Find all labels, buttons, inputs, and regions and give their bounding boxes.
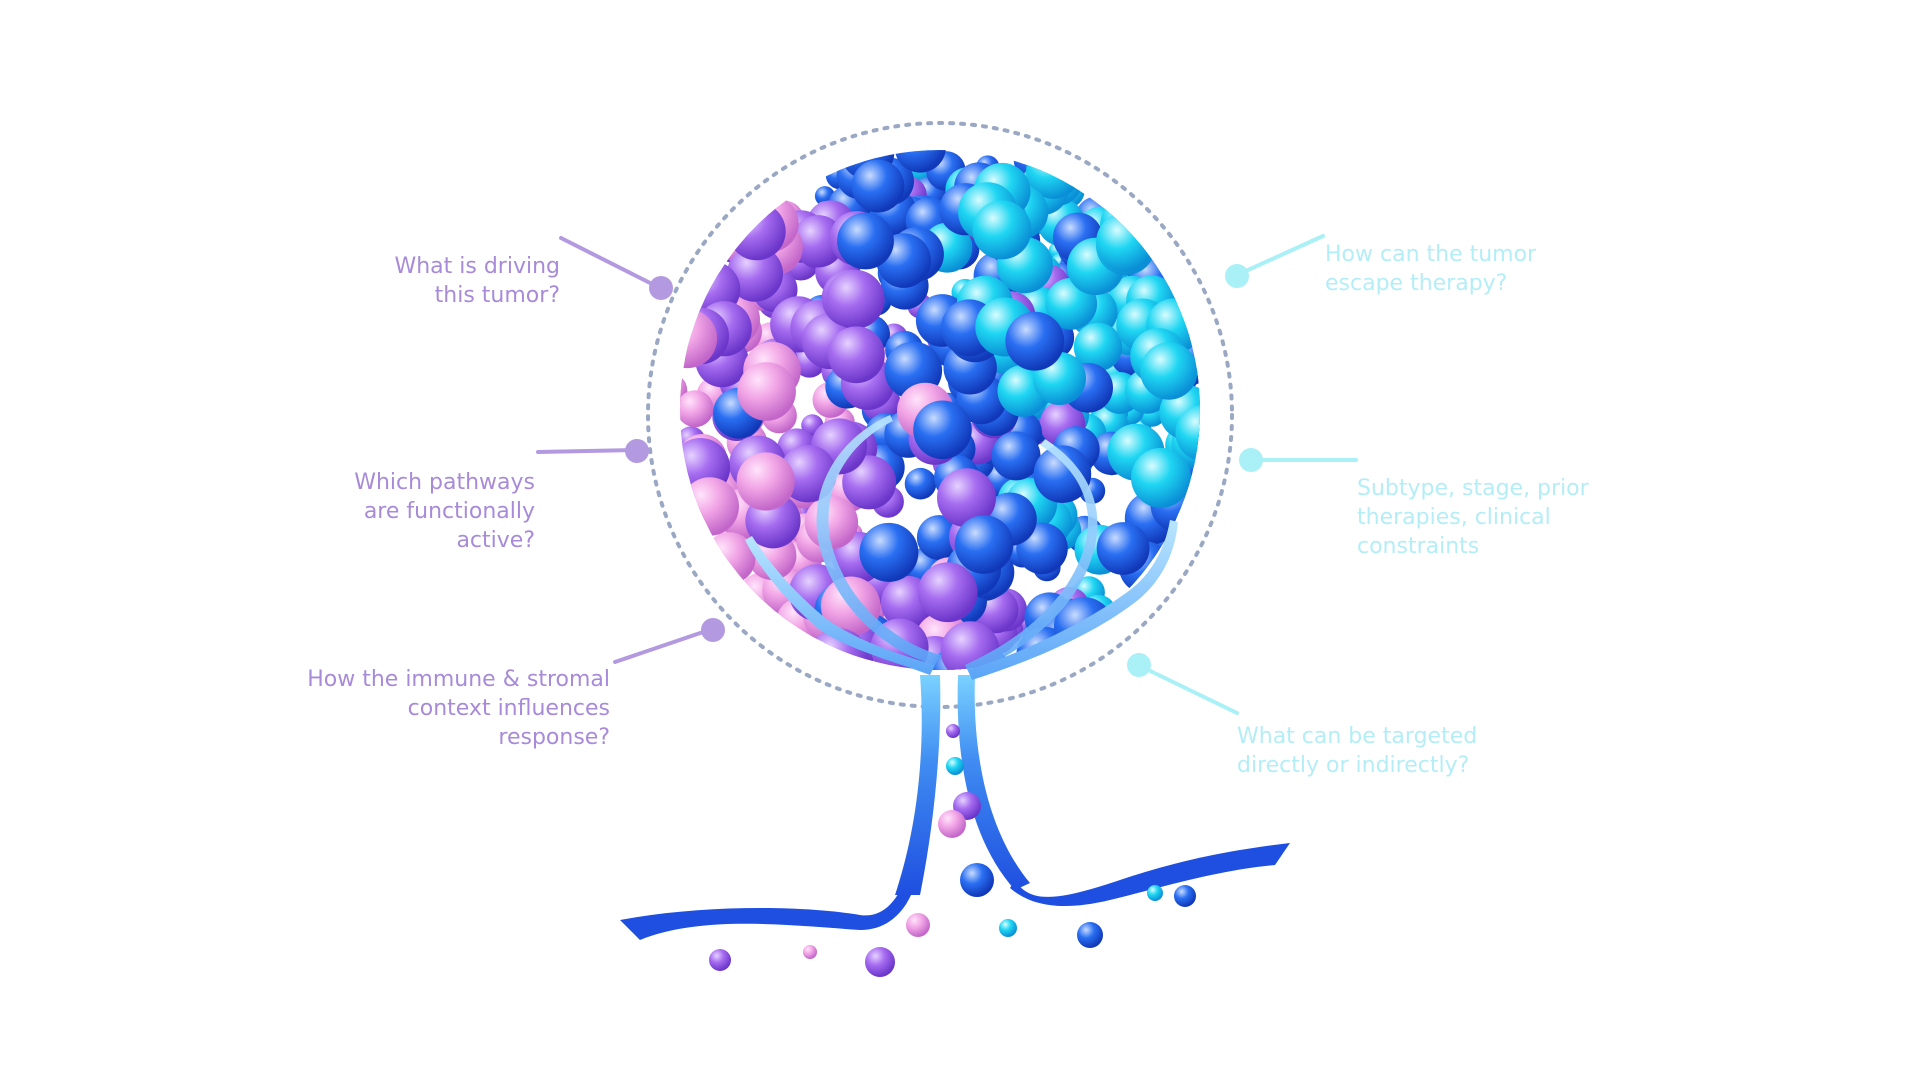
connector-left-2-dot <box>625 439 649 463</box>
question-line: are functionally <box>363 499 535 524</box>
ground-root-left <box>620 880 915 940</box>
cell-sphere <box>804 495 859 550</box>
trunk <box>895 675 941 895</box>
question-line: context influences <box>407 696 610 721</box>
branch-left-outer <box>745 536 935 675</box>
cell-sphere <box>837 212 894 270</box>
question-line: directly or indirectly? <box>1237 753 1470 778</box>
cell-sphere <box>680 390 714 428</box>
question-line: response? <box>498 725 610 750</box>
right-question-1: How can the tumor escape therapy? <box>1325 240 1585 298</box>
sphere-crown <box>680 150 1200 670</box>
connector-left-3-dot <box>701 618 725 642</box>
connector-left-2-line <box>536 448 640 454</box>
cell-sphere <box>791 215 845 268</box>
left-question-3: How the immune & stromal context influen… <box>300 665 610 752</box>
droplet-sphere <box>946 757 964 775</box>
cell-sphere <box>680 309 718 369</box>
connectors <box>536 234 1358 715</box>
branch-right-outer <box>968 520 1178 680</box>
branch-right-inner <box>965 439 1098 675</box>
dashed-ring <box>646 121 1234 709</box>
cell-sphere <box>828 326 885 384</box>
cell-sphere <box>825 269 885 329</box>
connector-right-3-dot <box>1127 653 1151 677</box>
question-line: this tumor? <box>434 283 560 308</box>
question-line: How can the tumor <box>1325 242 1537 267</box>
droplet-sphere <box>946 724 960 738</box>
cell-sphere <box>913 400 972 460</box>
cell-sphere <box>859 522 919 582</box>
cell-sphere <box>737 362 796 421</box>
ground-root-right <box>1010 843 1290 907</box>
connector-right-2-dot <box>1239 448 1263 472</box>
cell-sphere <box>954 515 1014 574</box>
connector-right-3-line <box>1138 664 1239 715</box>
connector-left-1-dot <box>649 276 673 300</box>
question-line: escape therapy? <box>1325 271 1508 296</box>
droplet-sphere <box>865 947 895 977</box>
right-question-2: Subtype, stage, prior therapies, clinica… <box>1357 474 1617 561</box>
left-question-2: Which pathways are functionally active? <box>330 468 535 555</box>
question-line: How the immune & stromal <box>307 667 610 692</box>
connector-right-1-dot <box>1225 264 1249 288</box>
branch-left-inner <box>816 415 940 665</box>
cell-sphere <box>727 245 783 302</box>
droplet-sphere <box>803 945 817 959</box>
question-line: Subtype, stage, prior <box>1357 476 1589 501</box>
droplet-sphere <box>1174 885 1196 907</box>
droplet-sphere <box>1077 922 1103 948</box>
left-question-1: What is driving this tumor? <box>360 252 560 310</box>
cell-sphere <box>727 202 786 261</box>
question-line: Which pathways <box>354 470 535 495</box>
droplet-sphere <box>709 949 731 971</box>
trunk-right <box>957 675 1030 890</box>
falling-droplets <box>709 724 1196 977</box>
droplet-sphere <box>999 919 1017 937</box>
question-line: What is driving <box>394 254 560 279</box>
cell-sphere <box>894 150 946 173</box>
connector-left-3-line <box>613 627 714 664</box>
cell-sphere <box>1175 404 1200 461</box>
connector-left-1-line <box>559 236 662 290</box>
cell-sphere <box>1005 311 1065 371</box>
droplet-sphere <box>906 913 930 937</box>
cell-sphere <box>917 562 978 623</box>
cell-sphere <box>680 477 739 536</box>
droplet-sphere <box>1147 885 1163 901</box>
cell-sphere <box>736 452 795 511</box>
right-question-3: What can be targeted directly or indirec… <box>1237 722 1517 780</box>
question-line: constraints <box>1357 534 1480 559</box>
cell-sphere <box>991 431 1041 481</box>
question-line: What can be targeted <box>1237 724 1478 749</box>
cell-sphere <box>972 200 1032 260</box>
connector-right-1-line <box>1235 234 1325 277</box>
cell-sphere <box>1073 322 1123 372</box>
cell-sphere <box>904 467 937 500</box>
cell-sphere <box>916 515 962 560</box>
question-line: therapies, clinical <box>1357 505 1551 530</box>
question-line: active? <box>456 528 535 553</box>
cell-sphere <box>937 468 996 528</box>
cell-sphere <box>1131 447 1191 508</box>
cell-sphere <box>1033 445 1092 504</box>
cell-sphere <box>1140 342 1198 400</box>
droplet-sphere <box>960 863 994 897</box>
cell-sphere <box>1096 522 1150 575</box>
cell-sphere <box>1096 212 1156 272</box>
cell-sphere <box>851 159 905 213</box>
droplet-sphere <box>938 810 966 838</box>
